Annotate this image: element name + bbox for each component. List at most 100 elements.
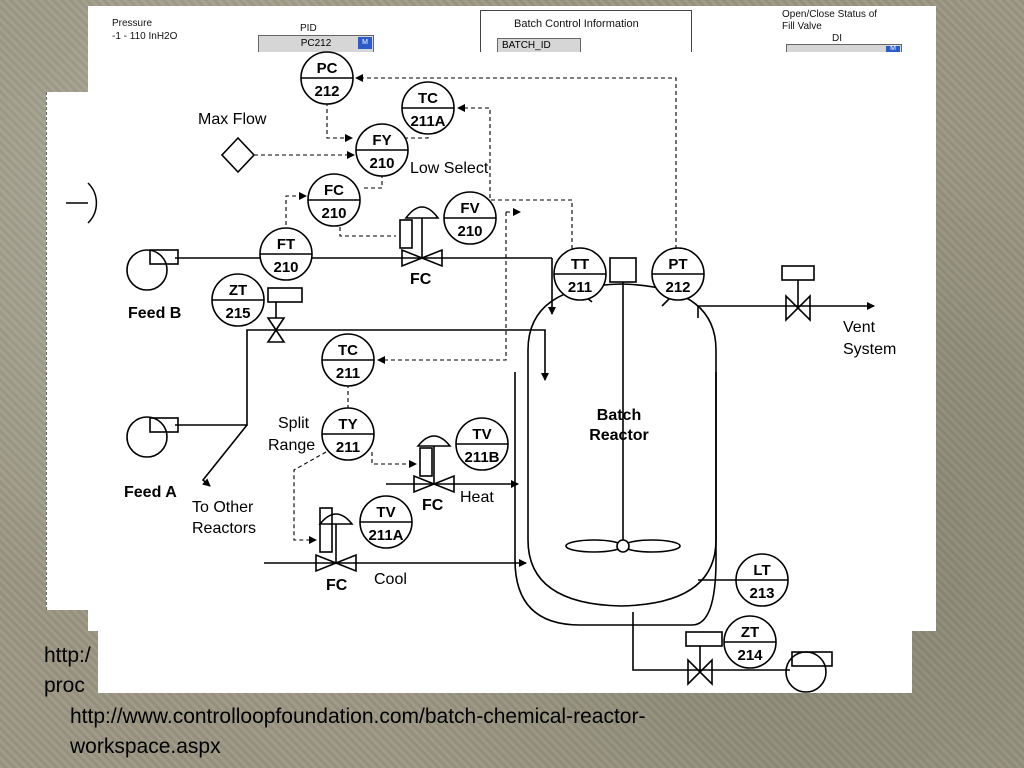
feed-b-label: Feed B <box>128 305 181 322</box>
fv210-top: FV <box>460 200 479 217</box>
pump-feed-a <box>126 416 179 458</box>
reactor-jacket <box>514 372 717 626</box>
fill-valve-lookup-icon[interactable]: M <box>886 45 900 52</box>
zt215-bottom: 215 <box>225 305 250 322</box>
zt214-bottom: 214 <box>737 647 763 664</box>
pc212-bottom: 212 <box>314 83 339 100</box>
valve-tv211b <box>413 435 455 494</box>
fc-cool-label: FC <box>326 577 348 594</box>
lt213-top: LT <box>753 562 770 579</box>
signal-ty211-tv211a <box>293 451 327 544</box>
di-label: DI <box>832 33 842 44</box>
instrument-tv211a <box>359 495 413 549</box>
max-flow-diamond <box>220 136 256 174</box>
max-flow-label: Max Flow <box>198 111 267 128</box>
valve-fv210 <box>399 206 443 268</box>
fc210-top: FC <box>324 182 344 199</box>
instrument-tv211b <box>455 417 509 471</box>
instrument-pt212 <box>651 247 705 301</box>
signal-fc210-fv210 <box>339 220 396 237</box>
pressure-range: -1 - 110 InH2O <box>112 31 178 42</box>
zt214-top: ZT <box>741 624 759 641</box>
fill-valve-title: Open/Close Status of Fill Valve <box>782 9 878 32</box>
instrument-zt215 <box>211 273 265 327</box>
fy210-top: FY <box>372 132 391 149</box>
fy210-bottom: 210 <box>369 155 394 172</box>
tt211-top: TT <box>571 256 589 273</box>
instrument-lt213 <box>735 553 789 607</box>
fc-fv210-label: FC <box>410 271 432 288</box>
valve-vent <box>781 265 815 322</box>
vent-label: Vent <box>843 319 876 336</box>
caption-link[interactable]: http://www.controlloopfoundation.com/bat… <box>70 705 646 728</box>
to-other-reactors-line <box>201 424 248 487</box>
tc211a-top: TC <box>418 90 438 107</box>
split-label: Split <box>278 415 310 432</box>
pump-outlet <box>785 651 833 693</box>
agitator-hub <box>616 539 630 553</box>
ft210-bottom: 210 <box>273 259 298 276</box>
caption-line-1: http:/ <box>44 644 91 667</box>
instrument-pc212 <box>300 51 354 105</box>
ty211-bottom: 211 <box>336 439 360 456</box>
heat-label: Heat <box>460 489 494 506</box>
to-other-label: To Other <box>192 499 254 516</box>
fc-heat-label: FC <box>422 497 444 514</box>
signal-fy210-fc210 <box>364 174 383 189</box>
instrument-ty211 <box>321 407 375 461</box>
ft210-top: FT <box>277 236 295 253</box>
tc211-top: TC <box>338 342 358 359</box>
zt215-top: ZT <box>229 282 247 299</box>
pump-feed-b <box>126 249 179 291</box>
fc210-bottom: 210 <box>321 205 346 222</box>
signal-pt212-pc212 <box>355 74 677 256</box>
batch-info-title: Batch Control Information <box>514 18 639 30</box>
hmi-left-panel <box>46 92 107 610</box>
ty211-top: TY <box>338 416 357 433</box>
tv211b-top: TV <box>472 426 491 443</box>
hmi-right-panel <box>912 212 936 612</box>
batch-id-label: BATCH_ID <box>502 40 551 51</box>
instrument-ft210 <box>259 227 313 281</box>
range-label: Range <box>268 437 315 454</box>
valve-zt215 <box>266 287 303 343</box>
signal-pc212-fy210 <box>326 102 353 142</box>
low-select-label: Low Select <box>410 160 489 177</box>
valve-zt214 <box>685 631 723 686</box>
instrument-zt214 <box>723 615 777 669</box>
feed-a-line <box>175 329 549 426</box>
pt212-top: PT <box>668 256 687 273</box>
instrument-fc210 <box>307 173 361 227</box>
reactor-label: Reactor <box>589 427 649 444</box>
caption-line-2: proc <box>44 674 85 697</box>
system-label: System <box>843 341 896 358</box>
tt211-bottom: 211 <box>568 279 592 296</box>
diagram-sheet <box>98 52 912 693</box>
tv211a-top: TV <box>376 504 395 521</box>
tc211a-bottom: 211A <box>410 113 445 130</box>
tv211b-bottom: 211B <box>464 449 499 466</box>
feed-a-label: Feed A <box>124 484 177 501</box>
pid-value: PC212 <box>300 38 332 49</box>
tc211-bottom: 211 <box>336 365 360 382</box>
instrument-tt211 <box>553 247 607 301</box>
instrument-tc211 <box>321 333 375 387</box>
hidden-instrument-fragment <box>87 182 98 224</box>
reactors-label: Reactors <box>192 520 256 537</box>
tv211a-bottom: 211A <box>368 527 403 544</box>
signal-tt211-tc211a <box>457 104 573 256</box>
batch-label: Batch <box>597 407 641 424</box>
pc212-top: PC <box>317 60 338 77</box>
lt213-bottom: 213 <box>749 585 774 602</box>
instrument-fy210 <box>355 123 409 177</box>
signal-tt211-tc211 <box>377 212 507 364</box>
caption-link-cont[interactable]: workspace.aspx <box>70 735 221 758</box>
instrument-tc211a <box>401 81 455 135</box>
fv210-bottom: 210 <box>457 223 482 240</box>
pid-label: PID <box>300 23 317 34</box>
signal-ft210-fc210 <box>285 192 307 232</box>
pid-lookup-icon[interactable]: M <box>358 37 372 49</box>
pressure-label: Pressure <box>112 18 153 29</box>
signal-ty211-tv211b <box>371 452 417 468</box>
